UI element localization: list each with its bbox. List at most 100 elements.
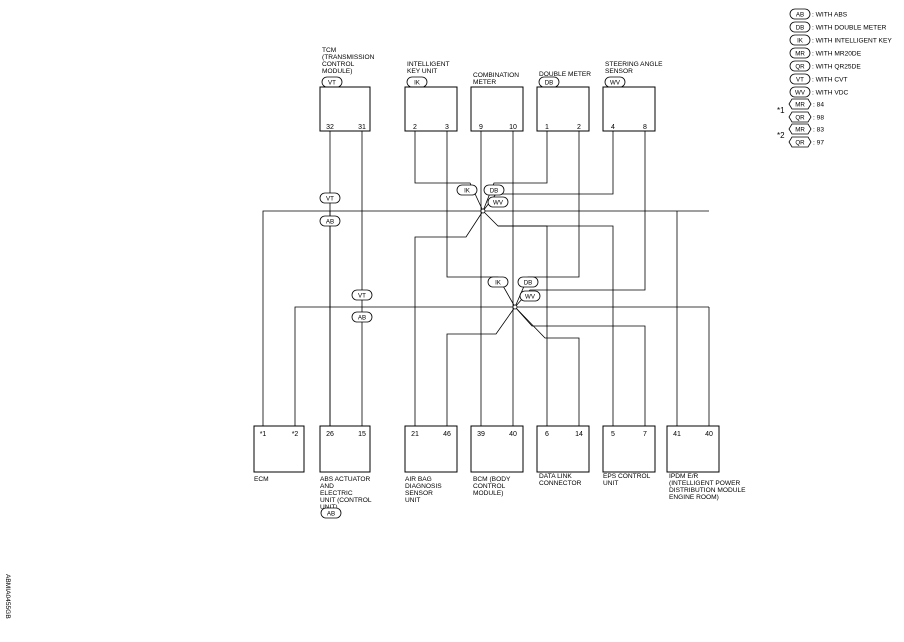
legend-item-ab: AB : WITH ABS — [789, 8, 848, 20]
wire-eps-7 — [514, 306, 646, 430]
meter-pin-9: 9 — [479, 124, 483, 131]
wire-airbag-21 — [414, 210, 484, 430]
dbl-pin-2: 2 — [577, 124, 581, 131]
bus-lower-line — [294, 306, 709, 430]
module-airbag-sensor-unit: 21 46 AIR BAG DIAGNOSIS SENSOR UNIT — [404, 425, 458, 504]
wire-airbag-46 — [446, 306, 516, 430]
ipdm-label-1: IPDM E/R — [669, 473, 699, 480]
svg-text:: WITH DOUBLE METER: : WITH DOUBLE METER — [812, 25, 887, 32]
svg-text:AB: AB — [327, 511, 335, 518]
iku-pin-2: 2 — [413, 124, 417, 131]
tcm-label-1: TCM — [322, 47, 336, 54]
module-double-meter: DOUBLE METER DB 1 2 — [536, 71, 591, 132]
steer-pin-8: 8 — [643, 124, 647, 131]
ecm-pin-star1: *1 — [260, 431, 267, 438]
tag-vt-upper: VT — [319, 192, 341, 204]
bus-upper-line — [262, 210, 709, 430]
tag-wv-lower: WV — [519, 290, 541, 302]
svg-text:*1: *1 — [777, 106, 785, 115]
bcm-box — [470, 425, 524, 473]
iku-box — [404, 86, 458, 132]
module-bcm: 39 40 BCM (BODY CONTROL MODULE) — [470, 425, 524, 497]
tag-vt-lower: VT — [351, 289, 373, 301]
abs-label-5: UNIT) — [320, 504, 338, 511]
tcm-box — [319, 86, 371, 132]
svg-text:: WITH VDC: : WITH VDC — [812, 90, 849, 97]
junction-lower — [512, 304, 518, 310]
steer-label-2: SENSOR — [605, 68, 633, 75]
tcm-label-3: CONTROL — [322, 61, 355, 68]
tag-db-upper: DB — [483, 184, 505, 196]
wire-tags: VT AB VT AB IK DB WV IK — [319, 184, 541, 323]
legend-item-mr: MR : WITH MR20DE — [789, 47, 862, 59]
ipdm-label-4: ENGINE ROOM) — [669, 494, 719, 501]
module-data-link-connector: 6 14 DATA LINK CONNECTOR — [536, 425, 590, 487]
tcm-label-4: MODULE) — [322, 68, 352, 75]
dbl-pin-1: 1 — [545, 124, 549, 131]
abs-label-2: AND — [320, 483, 334, 490]
airbag-label-4: UNIT — [405, 497, 420, 504]
ipdm-label-3: DISTRIBUTION MODULE — [669, 487, 746, 494]
svg-text:DB: DB — [524, 280, 533, 287]
abs-code-tag — [320, 507, 342, 519]
svg-text:IK: IK — [495, 280, 502, 287]
svg-text:: 83: : 83 — [813, 127, 824, 134]
abs-box — [319, 425, 371, 473]
ecm-pin-star2: *2 — [292, 431, 299, 438]
abs-pin-15: 15 — [358, 431, 366, 438]
legend-star2: *2 MR : 83 QR : 97 — [777, 123, 824, 148]
legend-item-db: DB : WITH DOUBLE METER — [789, 21, 887, 33]
abs-label-3: ELECTRIC — [320, 490, 353, 497]
abs-pin-26: 26 — [326, 431, 334, 438]
tcm-label-2: (TRANSMISSION — [322, 54, 375, 61]
reference-id: ABMIA0455GB — [4, 574, 11, 619]
svg-text:: WITH CVT: : WITH CVT — [812, 77, 848, 84]
svg-text:WV: WV — [795, 90, 806, 97]
svg-text:MR: MR — [795, 51, 805, 58]
svg-text:: WITH ABS: : WITH ABS — [812, 12, 848, 19]
svg-text:: WITH QR25DE: : WITH QR25DE — [812, 64, 861, 71]
tag-ik-upper: IK — [456, 184, 478, 196]
module-steering-angle-sensor: STEERING ANGLE SENSOR WV 4 8 — [602, 61, 663, 132]
wire-dbl-1 — [482, 131, 548, 212]
svg-text:QR: QR — [795, 115, 805, 122]
iku-label-2: KEY UNIT — [407, 68, 437, 75]
svg-text:VT: VT — [328, 80, 336, 87]
tag-ik-lower: IK — [487, 276, 509, 288]
airbag-label-2: DIAGNOSIS — [405, 483, 442, 490]
svg-text:AB: AB — [796, 12, 804, 19]
tag-db-lower: DB — [517, 276, 539, 288]
airbag-label-1: AIR BAG — [405, 476, 432, 483]
bcm-label-1: BCM (BODY — [473, 476, 511, 483]
svg-text:DB: DB — [490, 188, 499, 195]
legend-item-qr: QR : WITH QR25DE — [789, 60, 861, 72]
dlc-label-2: CONNECTOR — [539, 480, 582, 487]
meter-pin-10: 10 — [509, 124, 517, 131]
svg-text:IK: IK — [464, 188, 471, 195]
ecm-box — [253, 425, 305, 473]
legend-item-wv: WV : WITH VDC — [789, 86, 849, 98]
airbag-box — [404, 425, 458, 473]
svg-text:MR: MR — [795, 102, 805, 109]
module-ipdm-er: 41 40 IPDM E/R (INTELLIGENT POWER DISTRI… — [666, 425, 746, 501]
svg-text:IK: IK — [414, 80, 421, 87]
steer-pin-4: 4 — [611, 124, 615, 131]
module-abs-actuator: 26 15 ABS ACTUATOR AND ELECTRIC UNIT (CO… — [319, 425, 372, 519]
svg-text:: WITH MR20DE: : WITH MR20DE — [812, 51, 862, 58]
eps-pin-5: 5 — [611, 431, 615, 438]
legend-item-vt: VT : WITH CVT — [789, 73, 848, 85]
ipdm-label-2: (INTELLIGENT POWER — [669, 480, 741, 487]
tcm-pin-32: 32 — [326, 124, 334, 131]
svg-text:*2: *2 — [777, 131, 785, 140]
eps-label-1: EPS CONTROL — [603, 473, 651, 480]
svg-text:WV: WV — [525, 294, 536, 301]
junction-upper — [480, 208, 486, 214]
module-intelligent-key-unit: INTELLIGENT KEY UNIT IK 2 3 — [404, 61, 458, 132]
legend: AB : WITH ABS DB : WITH DOUBLE METER IK … — [777, 8, 892, 148]
svg-text:DB: DB — [796, 25, 805, 32]
legend-item-ik: IK : WITH INTELLIGENT KEY — [789, 34, 892, 46]
wire-dlc-6 — [482, 210, 548, 430]
legend-star1: *1 MR : 84 QR : 98 — [777, 98, 824, 123]
module-ecm: *1 *2 ECM — [253, 425, 305, 483]
